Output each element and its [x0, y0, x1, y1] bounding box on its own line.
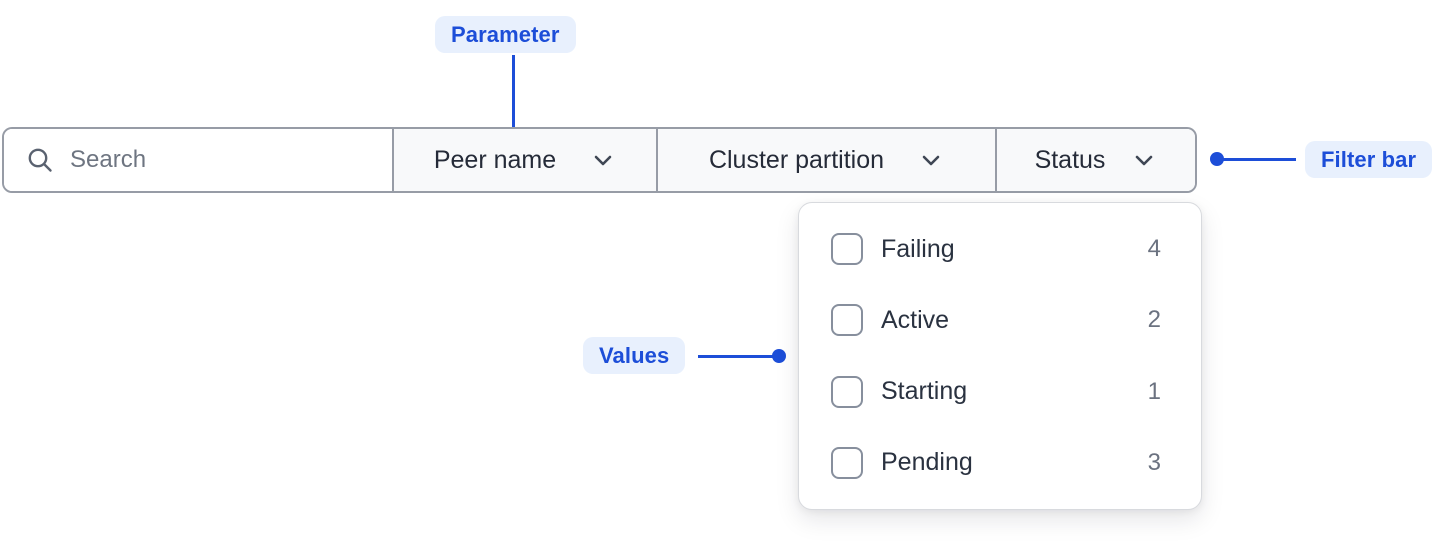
option-count: 1	[1147, 377, 1161, 405]
dropdown-status[interactable]: Status	[995, 129, 1195, 191]
values-connector-dot	[772, 349, 786, 363]
chevron-down-icon	[922, 155, 940, 166]
option-label: Starting	[881, 377, 968, 406]
dropdown-cluster-partition-label: Cluster partition	[708, 145, 885, 174]
option-label: Failing	[881, 234, 955, 263]
values-annotation-badge: Values	[583, 337, 686, 374]
filter-bar-connector-line	[1222, 157, 1296, 161]
checkbox[interactable]	[831, 304, 863, 337]
checkbox[interactable]	[831, 375, 863, 408]
dropdown-peer-name[interactable]: Peer name	[392, 129, 656, 191]
option-count: 3	[1147, 448, 1161, 476]
option-label: Active	[881, 305, 950, 334]
search-input[interactable]	[70, 129, 392, 191]
status-option-active[interactable]: Active 2	[831, 296, 1161, 344]
chevron-down-icon	[594, 155, 612, 166]
option-count: 4	[1147, 235, 1161, 262]
status-option-starting[interactable]: Starting 1	[831, 368, 1161, 416]
option-count: 2	[1147, 306, 1161, 334]
filter-bar: Peer name Cluster partition Status	[2, 127, 1197, 193]
checkbox[interactable]	[831, 233, 863, 265]
status-option-pending[interactable]: Pending 3	[831, 439, 1161, 487]
values-connector-line	[698, 354, 776, 358]
search-icon	[28, 148, 52, 172]
chevron-down-icon	[1136, 155, 1153, 166]
status-dropdown-panel: Failing 4 Active 2 Starting 1 Pending 3	[798, 202, 1202, 510]
dropdown-status-label: Status	[1034, 145, 1106, 174]
checkbox[interactable]	[831, 446, 863, 479]
status-option-failing[interactable]: Failing 4	[831, 225, 1161, 273]
parameter-annotation-badge: Parameter	[435, 16, 576, 53]
dropdown-peer-name-label: Peer name	[433, 145, 557, 174]
option-label: Pending	[881, 448, 973, 477]
filter-bar-connector-dot	[1210, 152, 1224, 166]
dropdown-cluster-partition[interactable]: Cluster partition	[656, 129, 995, 191]
search-section	[4, 129, 392, 191]
filter-bar-annotation-badge: Filter bar	[1305, 141, 1433, 178]
parameter-connector-line	[512, 55, 515, 137]
